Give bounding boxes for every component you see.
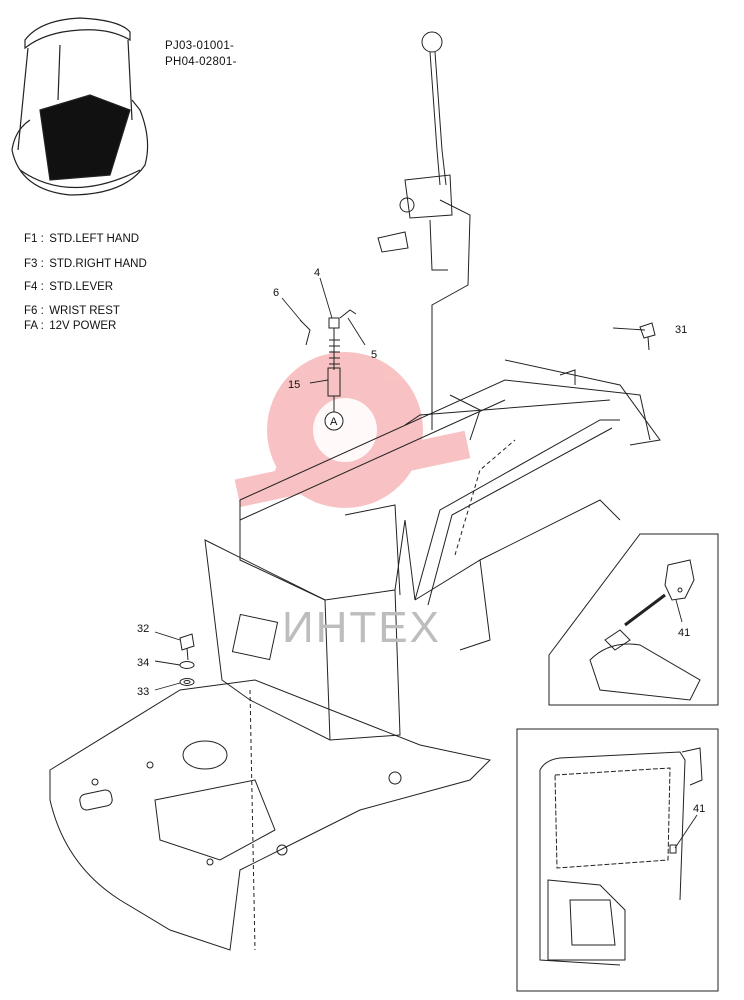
cab-thumbnail xyxy=(11,17,149,196)
legend-text: STD.LEFT HAND xyxy=(49,233,140,245)
legend-code: F3 : xyxy=(24,258,44,270)
legend-code: F4 : xyxy=(24,281,44,293)
serial-number-1: PJ03-01001- xyxy=(165,40,235,52)
callout-41-inset-2: 41 xyxy=(693,803,705,815)
callout-33: 33 xyxy=(137,686,149,698)
callout-4: 4 xyxy=(314,267,320,279)
legend-item-f3: F3 : STD.RIGHT HAND xyxy=(24,258,147,270)
callout-labels: 4 5 6 15 A 31 32 34 33 41 41 xyxy=(137,267,705,815)
callout-34: 34 xyxy=(137,657,149,669)
callout-5: 5 xyxy=(371,349,377,361)
legend-item-f6: F6 : WRIST REST xyxy=(24,305,120,317)
legend-text: STD.LEVER xyxy=(49,281,114,293)
callout-6: 6 xyxy=(273,287,279,299)
bolt-parts xyxy=(179,322,656,686)
legend-text: 12V POWER xyxy=(49,320,117,332)
callout-31: 31 xyxy=(675,324,687,336)
legend-item-f1: F1 : STD.LEFT HAND xyxy=(24,233,139,245)
callout-15: 15 xyxy=(288,379,300,391)
legend-code: FA : xyxy=(24,320,44,332)
serial-number-2: PH04-02801- xyxy=(165,56,237,68)
legend-code: F1 : xyxy=(24,233,44,245)
inset-detail-1 xyxy=(548,533,719,706)
watermark-text: ИНТЕХ xyxy=(282,603,441,652)
legend-text: WRIST REST xyxy=(49,305,120,317)
legend-item-fa: FA : 12V POWER xyxy=(24,320,116,332)
callout-a-circle xyxy=(324,411,344,431)
legend-code: F6 : xyxy=(24,305,44,317)
legend-item-f4: F4 : STD.LEVER xyxy=(24,281,113,293)
inset-detail-2 xyxy=(516,728,719,992)
frame-linework xyxy=(49,31,661,951)
callout-leaders xyxy=(154,277,698,849)
legend-text: STD.RIGHT HAND xyxy=(49,258,147,270)
switch-assembly xyxy=(299,309,357,412)
callout-32: 32 xyxy=(137,623,149,635)
callout-41-inset-1: 41 xyxy=(678,627,690,639)
callout-a: A xyxy=(330,416,338,428)
